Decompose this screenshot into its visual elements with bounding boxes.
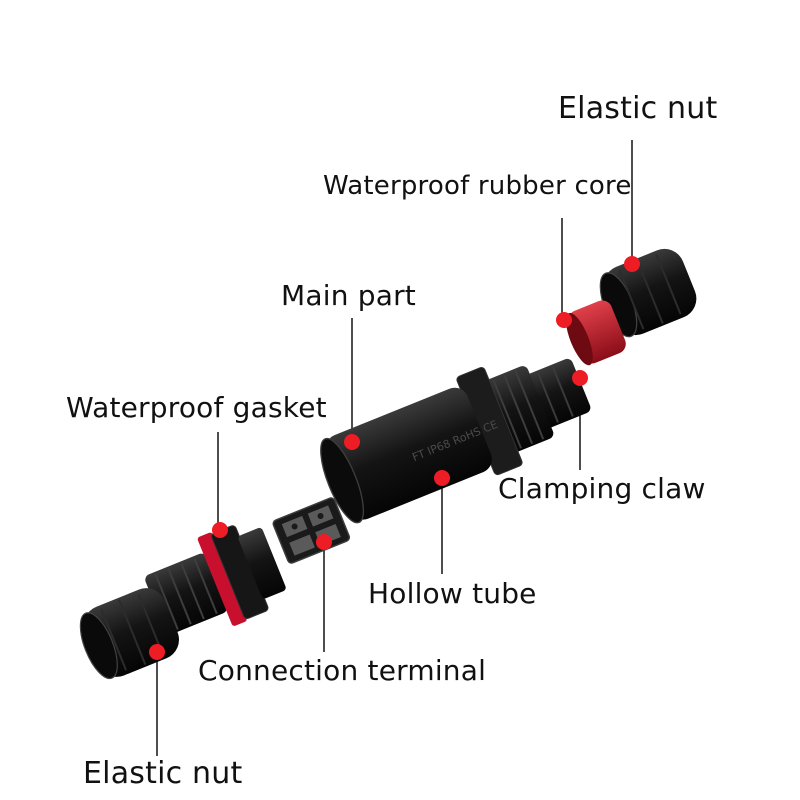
label-main-part: Main part <box>281 279 416 312</box>
label-elastic-nut-bottom: Elastic nut <box>83 756 243 791</box>
dot-gasket <box>212 522 228 538</box>
label-waterproof-rubber-core: Waterproof rubber core <box>323 171 632 201</box>
dot-elastic-nut-top <box>624 256 640 272</box>
label-waterproof-gasket: Waterproof gasket <box>66 391 327 424</box>
label-elastic-nut-top: Elastic nut <box>558 91 718 126</box>
dot-terminal <box>316 534 332 550</box>
dot-hollow-tube <box>434 470 450 486</box>
main-part-body: FT IP68 RoHS CE <box>320 358 591 524</box>
connection-terminal-part <box>272 497 351 564</box>
label-hollow-tube: Hollow tube <box>368 577 537 610</box>
rubber-core-part <box>565 300 626 366</box>
dot-main-part <box>344 434 360 450</box>
label-clamping-claw: Clamping claw <box>498 472 706 505</box>
elastic-nut-top-part <box>599 248 697 338</box>
label-connection-terminal: Connection terminal <box>198 654 487 687</box>
dot-elastic-nut-bottom <box>149 644 165 660</box>
leader-lines <box>156 140 633 756</box>
callout-dots <box>149 256 640 660</box>
dot-clamping-claw <box>572 370 588 386</box>
waterproof-gasket-ring <box>197 532 247 626</box>
dot-rubber-core <box>556 312 572 328</box>
